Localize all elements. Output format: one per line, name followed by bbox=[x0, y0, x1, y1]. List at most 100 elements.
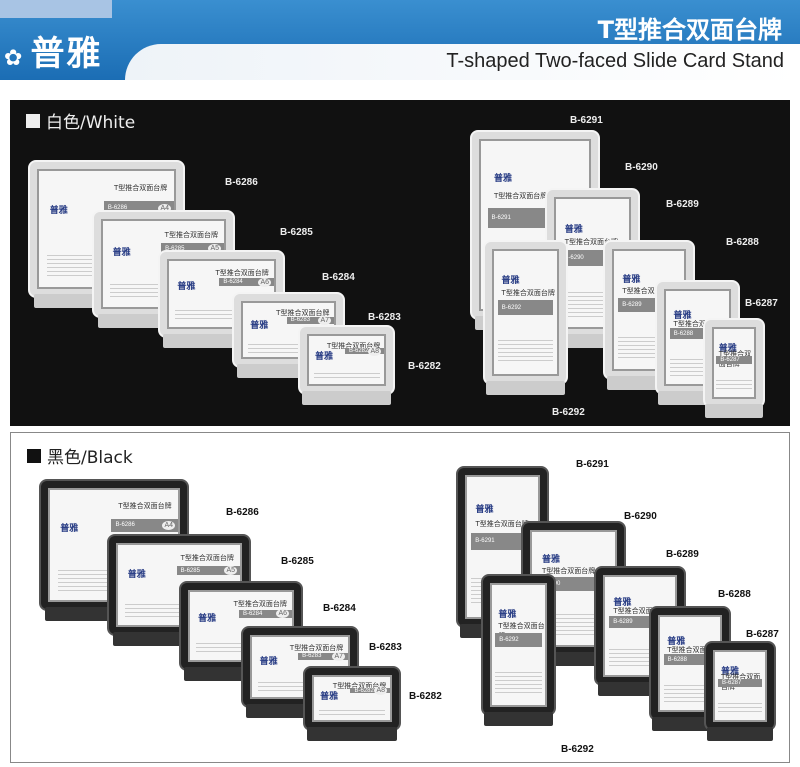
card-model-bar: B-6286 A4 bbox=[111, 518, 178, 532]
stand-frame: 普雅 T型推合双面台牌 B-6287 bbox=[704, 641, 776, 731]
card-title: T型推合双面台牌 bbox=[475, 520, 529, 528]
card-logo: 普雅 bbox=[112, 248, 131, 259]
card-logo: 普雅 bbox=[475, 505, 494, 516]
card-logo: 普雅 bbox=[315, 352, 334, 363]
card-model-bar: B-6287 bbox=[716, 356, 752, 365]
stand-base bbox=[484, 712, 553, 726]
card-logo: 普雅 bbox=[673, 310, 692, 321]
card-model: B-6291 bbox=[491, 215, 511, 222]
stand-base bbox=[706, 727, 774, 741]
logo-mark-icon: ✿ bbox=[4, 46, 25, 71]
model-label: B-6282 bbox=[408, 361, 441, 372]
model-label: B-6290 bbox=[624, 511, 657, 522]
model-label: B-6291 bbox=[576, 459, 609, 470]
stand-base bbox=[705, 404, 763, 418]
card-text-lines bbox=[716, 376, 752, 392]
card-logo: 普雅 bbox=[250, 321, 269, 332]
model-label: B-6285 bbox=[281, 556, 314, 567]
card-size: A5 bbox=[208, 244, 221, 254]
card-stand: 普雅 T型推合双面台牌 B-6287 bbox=[704, 641, 776, 741]
card-model-bar: B-6287 bbox=[718, 679, 762, 688]
card-model-bar: B-6292 bbox=[495, 633, 542, 648]
model-label: B-6284 bbox=[322, 272, 355, 283]
card-model: B-6288 bbox=[673, 330, 694, 337]
card-logo: 普雅 bbox=[498, 609, 517, 620]
card-model: B-6284 bbox=[223, 279, 243, 286]
model-label: B-6292 bbox=[552, 407, 585, 418]
card-size: A4 bbox=[162, 520, 175, 530]
card-model: B-6289 bbox=[622, 302, 642, 309]
card-model: B-6287 bbox=[722, 680, 742, 687]
stand-base bbox=[301, 391, 392, 405]
card-model: B-6284 bbox=[242, 610, 263, 617]
card-logo: 普雅 bbox=[613, 597, 632, 608]
model-label: B-6291 bbox=[570, 115, 603, 126]
card-model: B-6287 bbox=[720, 357, 740, 364]
card-text-lines bbox=[318, 707, 386, 717]
model-label: B-6283 bbox=[368, 312, 401, 323]
card-logo: 普雅 bbox=[493, 174, 512, 185]
card-model: B-6289 bbox=[613, 619, 633, 626]
brand-logo: ✿普雅 bbox=[4, 26, 102, 75]
card-title: T型推合双面台牌 bbox=[276, 309, 330, 318]
card-model-bar: B-6284 A6 bbox=[238, 609, 292, 619]
card-size: A8 bbox=[374, 686, 387, 696]
card-model: B-6291 bbox=[475, 538, 495, 545]
card-text-lines bbox=[718, 699, 762, 715]
card-model-bar: B-6291 bbox=[471, 533, 534, 550]
panel-label: 白色/White bbox=[26, 108, 135, 133]
stand-frame: 普雅 T型推合双面台牌 B-6292 bbox=[483, 240, 568, 385]
card-title: T型推合双面台牌 bbox=[118, 502, 172, 510]
card-title: T型推合双面台牌 bbox=[613, 607, 667, 616]
model-label: B-6287 bbox=[746, 629, 779, 640]
card-model: B-6282 bbox=[349, 348, 369, 355]
card-text-lines bbox=[495, 669, 542, 696]
card-title: T型推合双面台牌 bbox=[332, 682, 387, 691]
card-logo: 普雅 bbox=[501, 276, 520, 287]
card-title: T型推合双面台牌 bbox=[326, 341, 381, 350]
card-logo: 普雅 bbox=[718, 344, 737, 355]
stand-frame: 普雅 T型推合双面台牌 B-6287 bbox=[703, 318, 765, 408]
panel-label: 黑色/Black bbox=[27, 443, 133, 468]
card-model: B-6286 bbox=[115, 522, 135, 529]
model-label: B-6284 bbox=[323, 603, 356, 614]
sample-card: 普雅 T型推合双面台牌 B-6292 bbox=[490, 583, 547, 707]
card-size: A6 bbox=[276, 609, 289, 619]
stand-base bbox=[306, 727, 398, 741]
card-stand: 普雅 T型推合双面台牌 B-6292 bbox=[483, 240, 568, 395]
card-title: T型推合双面台牌 bbox=[501, 288, 555, 297]
model-label: B-6282 bbox=[409, 691, 442, 702]
model-label: B-6286 bbox=[225, 177, 258, 188]
card-logo: 普雅 bbox=[667, 636, 686, 647]
model-label: B-6289 bbox=[666, 199, 699, 210]
card-logo: 普雅 bbox=[259, 656, 278, 667]
card-title: T型推合双面台牌 bbox=[673, 319, 727, 328]
panel-label-text: 黑色/Black bbox=[47, 448, 133, 468]
card-model: B-6282 bbox=[354, 687, 374, 694]
color-swatch bbox=[26, 113, 40, 128]
card-text-lines bbox=[248, 340, 329, 353]
card-size: A4 bbox=[158, 203, 171, 213]
model-label: B-6290 bbox=[625, 162, 658, 173]
card-title: T型推合双面台牌 bbox=[164, 230, 218, 239]
sample-card: 普雅 T型推合双面台牌 B-6292 bbox=[492, 249, 559, 376]
card-title: T型推合双面台牌 bbox=[622, 287, 676, 296]
card-model: B-6292 bbox=[501, 304, 522, 311]
model-label: B-6286 bbox=[226, 507, 259, 518]
panel-label-text: 白色/White bbox=[46, 113, 136, 133]
card-title: T型推合双面台牌 bbox=[233, 599, 287, 608]
card-size: A7 bbox=[332, 651, 345, 661]
